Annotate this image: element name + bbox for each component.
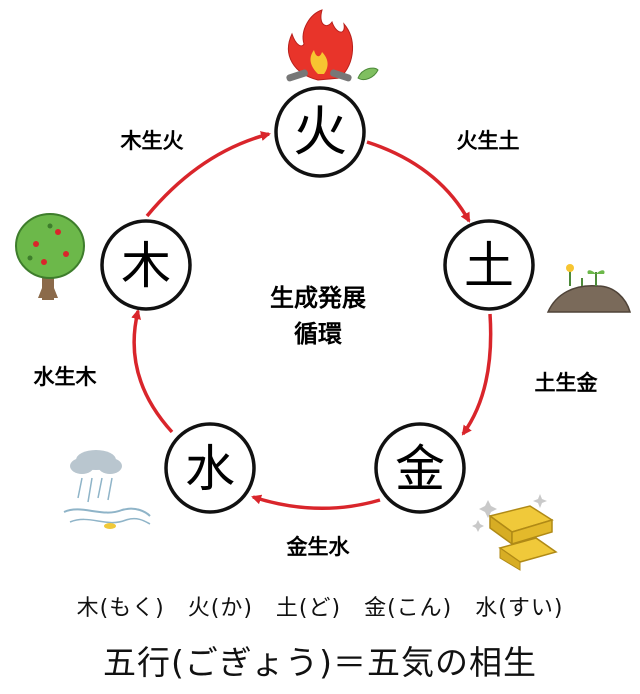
element-metal-glyph: 金: [395, 440, 445, 498]
center-line-1: 生成発展: [270, 284, 366, 312]
arrow-earth-to-metal: [461, 313, 493, 436]
center-line-2: 循環: [294, 320, 343, 348]
arrow-wood-to-fire: [145, 131, 271, 218]
element-water-glyph: 水: [185, 440, 235, 498]
element-readings: 木(もく) 火(か) 土(ど) 金(こん) 水(すい): [76, 596, 564, 621]
arrow-metal-to-water: [251, 494, 381, 510]
label-wood-fire: 木生火: [120, 129, 184, 153]
element-fire: 火: [274, 86, 366, 178]
element-earth: 土: [443, 219, 535, 311]
gold-illustration: [472, 494, 558, 571]
fire-illustration: [286, 9, 379, 82]
label-water-wood: 水生木: [34, 365, 98, 389]
label-earth-metal: 土生金: [535, 371, 599, 395]
soil-illustration: [546, 264, 631, 313]
label-fire-earth: 火生土: [457, 129, 520, 153]
element-fire-glyph: 火: [293, 100, 347, 163]
label-metal-water: 金生水: [286, 535, 351, 559]
arrow-water-to-wood: [131, 309, 174, 434]
diagram-title: 五行(ごぎょう)＝五気の相生: [102, 643, 538, 682]
rain-illustration: [63, 450, 151, 529]
element-wood: 木: [100, 219, 192, 311]
cycle-arrows: [131, 131, 493, 510]
element-metal: 金: [374, 422, 466, 514]
tree-illustration: [15, 213, 85, 300]
element-water: 水: [164, 422, 256, 514]
arrow-fire-to-earth: [366, 140, 471, 223]
element-wood-glyph: 木: [121, 237, 171, 295]
element-earth-glyph: 土: [464, 237, 514, 295]
